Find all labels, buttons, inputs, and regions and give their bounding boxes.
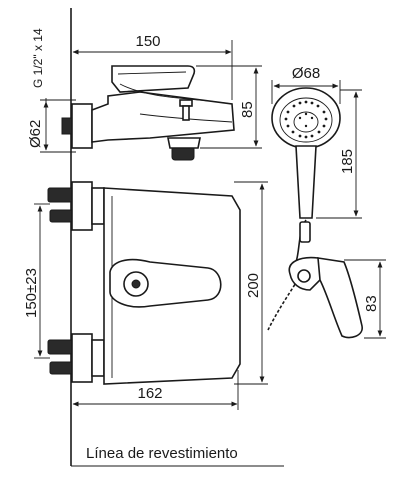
wall-line: [70, 8, 284, 467]
dim-head-diameter-label: Ø68: [292, 65, 320, 82]
dim-spout-height: 85: [196, 65, 262, 149]
dim-inlet-diameter: Ø62: [27, 99, 76, 153]
dim-centers: 150±23: [23, 203, 50, 359]
dim-centers-label: 150±23: [23, 268, 40, 318]
dim-head-diameter: Ø68: [271, 65, 341, 104]
dim-body-width: 162: [72, 370, 239, 410]
front-view: [47, 181, 241, 385]
hand-shower: [267, 87, 363, 339]
dim-shower-length: 185: [316, 89, 362, 219]
dim-thread-label: G 1/2" x 14: [31, 28, 45, 88]
dim-shower-length-label: 185: [339, 149, 356, 174]
dim-body-height: 200: [234, 181, 268, 385]
spray-holes: [284, 100, 328, 139]
dim-thread: G 1/2" x 14: [31, 28, 47, 104]
dim-holder-height: 83: [344, 259, 386, 339]
wall-line-label: Línea de revestimiento: [86, 445, 238, 462]
dim-spout-height-label: 85: [239, 101, 256, 118]
dim-top-width-label: 150: [135, 33, 160, 50]
dim-body-height-label: 200: [245, 273, 262, 298]
top-view: [61, 65, 235, 161]
dim-body-width-label: 162: [137, 385, 162, 402]
dim-inlet-diameter-label: Ø62: [27, 120, 44, 148]
dim-top-width: 150: [72, 33, 233, 100]
dim-holder-height-label: 83: [363, 295, 380, 312]
